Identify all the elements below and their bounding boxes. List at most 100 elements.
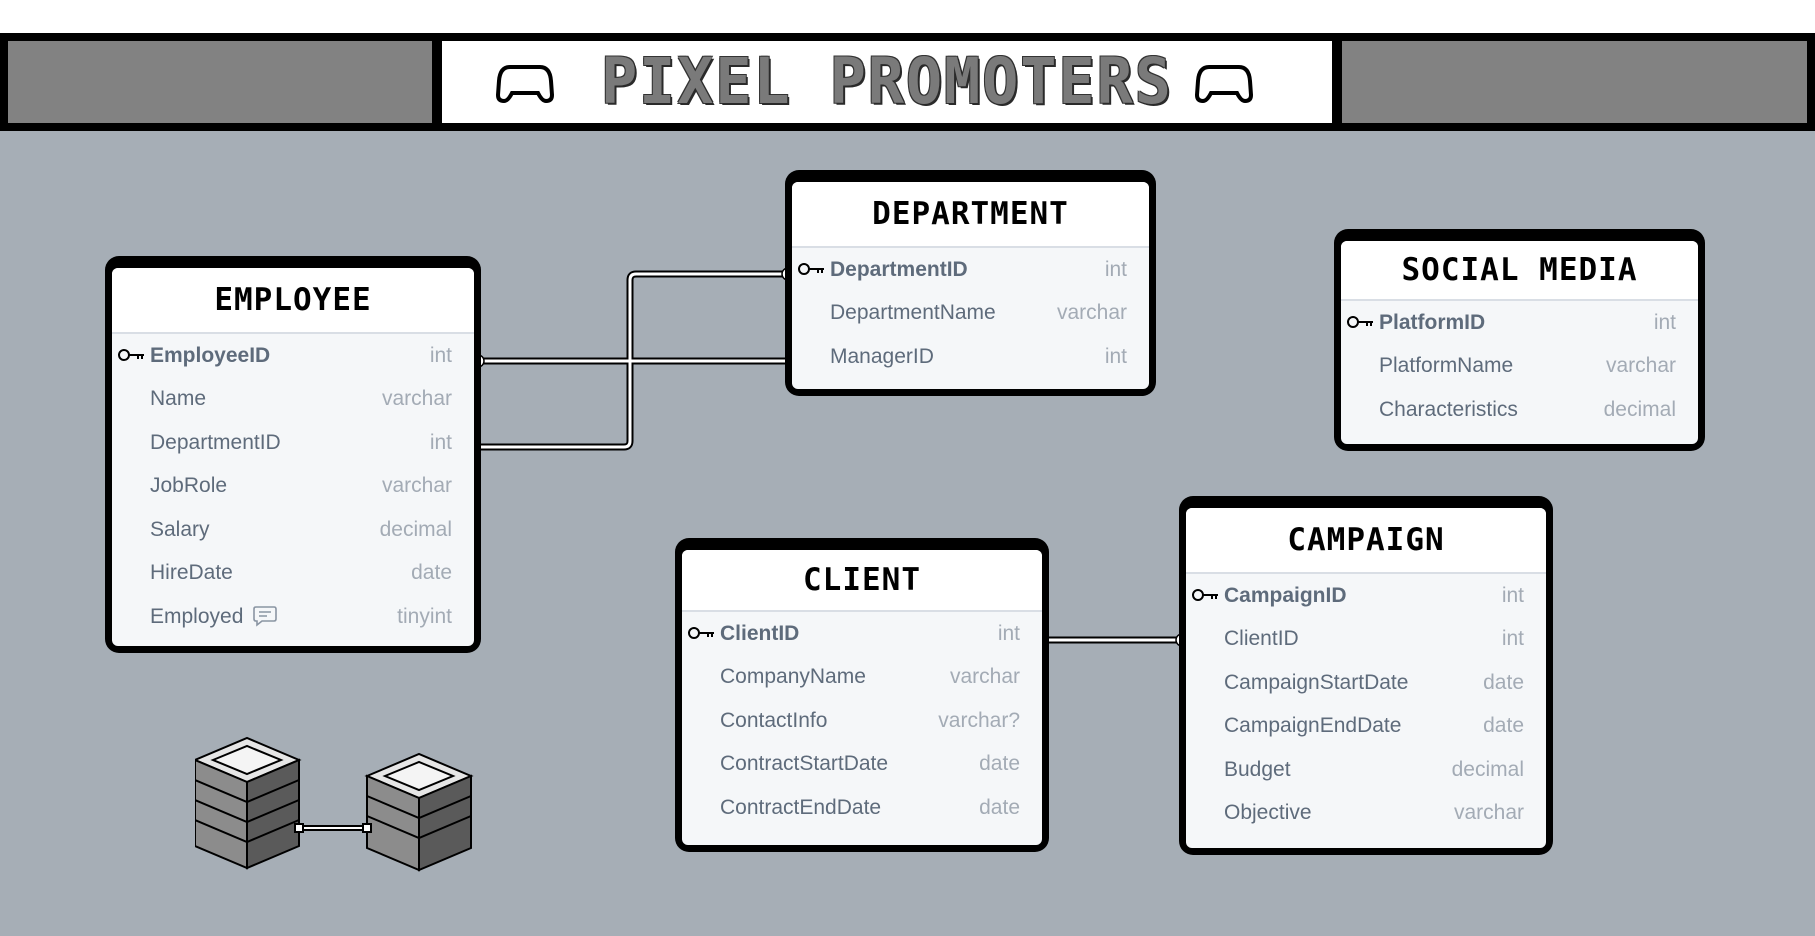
- column-row[interactable]: Characteristics decimal: [1341, 388, 1698, 432]
- column-row[interactable]: PlatformName varchar: [1341, 345, 1698, 389]
- table-body: CLIENT ClientID int CompanyName varchar …: [682, 550, 1042, 845]
- column-row[interactable]: EmployeeID int: [112, 334, 474, 378]
- table-title: CLIENT: [803, 562, 921, 598]
- column-type: varchar: [381, 387, 452, 411]
- column-type: varchar: [1056, 301, 1127, 325]
- table-header: EMPLOYEE: [112, 268, 474, 334]
- gamepad-icon: [496, 65, 554, 104]
- column-row[interactable]: DepartmentName varchar: [792, 292, 1149, 336]
- table-title: EMPLOYEE: [214, 282, 372, 318]
- database-servers-icon: [195, 736, 474, 872]
- column-row[interactable]: ContactInfo varchar?: [682, 699, 1042, 743]
- column-name: Salary: [150, 517, 210, 541]
- column-row[interactable]: Name varchar: [112, 378, 474, 422]
- column-type: date: [411, 561, 452, 585]
- column-row[interactable]: ContractStartDate date: [682, 743, 1042, 787]
- column-name: ContactInfo: [720, 708, 828, 732]
- table-body: EMPLOYEE EmployeeID int Name varchar Dep…: [112, 268, 474, 646]
- key-icon: [688, 627, 714, 639]
- column-name: DepartmentName: [830, 301, 996, 325]
- column-name: ManagerID: [830, 344, 934, 368]
- column-row[interactable]: DepartmentID int: [112, 421, 474, 465]
- table-header: CAMPAIGN: [1186, 508, 1546, 574]
- column-row[interactable]: Salary decimal: [112, 508, 474, 552]
- column-row[interactable]: Objective varchar: [1186, 792, 1546, 836]
- column-type: int: [1653, 310, 1676, 334]
- column-type: decimal: [379, 517, 452, 541]
- table-header: CLIENT: [682, 550, 1042, 612]
- column-name: ClientID: [720, 621, 800, 645]
- column-name: CampaignID: [1224, 583, 1347, 607]
- column-name: DepartmentID: [830, 257, 968, 281]
- column-name: Characteristics: [1379, 397, 1518, 421]
- table-campaign[interactable]: CAMPAIGN CampaignID int ClientID int Cam…: [1179, 496, 1553, 855]
- column-row[interactable]: CampaignStartDate date: [1186, 661, 1546, 705]
- column-type: date: [1483, 670, 1524, 694]
- column-row[interactable]: DepartmentID int: [792, 248, 1149, 292]
- column-row[interactable]: HireDate date: [112, 552, 474, 596]
- table-title: CAMPAIGN: [1287, 522, 1445, 558]
- column-type: int: [429, 343, 452, 367]
- column-row[interactable]: Budget decimal: [1186, 748, 1546, 792]
- comment-icon[interactable]: [253, 605, 278, 627]
- column-row[interactable]: ManagerID int: [792, 335, 1149, 379]
- column-type: decimal: [1603, 397, 1676, 421]
- column-type: decimal: [1451, 757, 1524, 781]
- key-icon: [1347, 316, 1373, 328]
- column-type: date: [979, 795, 1020, 819]
- column-name: PlatformName: [1379, 354, 1514, 378]
- column-name: DepartmentID: [150, 430, 281, 454]
- column-name: CampaignStartDate: [1224, 670, 1409, 694]
- column-row[interactable]: ContractEndDate date: [682, 786, 1042, 830]
- column-type: varchar: [949, 665, 1020, 689]
- column-row[interactable]: CompanyName varchar: [682, 656, 1042, 700]
- banner-left-panel: [8, 41, 432, 123]
- column-name: Name: [150, 387, 207, 411]
- table-employee[interactable]: EMPLOYEE EmployeeID int Name varchar Dep…: [105, 256, 481, 653]
- column-type: varchar?: [938, 708, 1020, 732]
- column-name: CampaignEndDate: [1224, 714, 1402, 738]
- column-row[interactable]: PlatformID int: [1341, 301, 1698, 345]
- column-name: HireDate: [150, 561, 233, 585]
- column-row[interactable]: JobRole varchar: [112, 465, 474, 509]
- key-icon: [118, 349, 144, 361]
- banner-title: PIXEL PROMOTERS: [601, 45, 1173, 119]
- column-row[interactable]: CampaignID int: [1186, 574, 1546, 618]
- column-type: date: [1483, 714, 1524, 738]
- table-header: DEPARTMENT: [792, 182, 1149, 248]
- column-name: ContractStartDate: [720, 752, 889, 776]
- table-department[interactable]: DEPARTMENT DepartmentID int DepartmentNa…: [785, 170, 1156, 396]
- table-social-media[interactable]: SOCIAL MEDIA PlatformID int PlatformName…: [1334, 229, 1705, 451]
- top-strip: [0, 0, 1815, 33]
- banner-right-panel: [1342, 41, 1807, 123]
- column-type: tinyint: [397, 604, 452, 628]
- column-row[interactable]: Employed tinyint: [112, 595, 474, 639]
- banner: PIXEL PROMOTERS: [0, 33, 1815, 131]
- column-name: ClientID: [1224, 627, 1299, 651]
- banner-title-box: PIXEL PROMOTERS: [442, 41, 1332, 123]
- table-client[interactable]: CLIENT ClientID int CompanyName varchar …: [675, 538, 1049, 852]
- column-type: int: [1501, 627, 1524, 651]
- column-name: ContractEndDate: [720, 795, 882, 819]
- column-row[interactable]: ClientID int: [1186, 618, 1546, 662]
- column-row[interactable]: ClientID int: [682, 612, 1042, 656]
- column-type: int: [1104, 257, 1127, 281]
- table-body: CAMPAIGN CampaignID int ClientID int Cam…: [1186, 508, 1546, 848]
- column-type: int: [1501, 583, 1524, 607]
- column-name: Budget: [1224, 757, 1291, 781]
- table-body: SOCIAL MEDIA PlatformID int PlatformName…: [1341, 241, 1698, 444]
- column-row[interactable]: CampaignEndDate date: [1186, 705, 1546, 749]
- column-type: varchar: [1605, 354, 1676, 378]
- table-title: SOCIAL MEDIA: [1401, 252, 1638, 288]
- column-type: int: [1104, 344, 1127, 368]
- column-name: CompanyName: [720, 665, 866, 689]
- column-type: int: [429, 430, 452, 454]
- table-header: SOCIAL MEDIA: [1341, 241, 1698, 301]
- table-body: DEPARTMENT DepartmentID int DepartmentNa…: [792, 182, 1149, 389]
- column-type: varchar: [381, 474, 452, 498]
- column-name: Employed: [150, 605, 278, 629]
- column-name: PlatformID: [1379, 310, 1486, 334]
- column-type: varchar: [1453, 801, 1524, 825]
- column-name: JobRole: [150, 474, 228, 498]
- key-icon: [1192, 589, 1218, 601]
